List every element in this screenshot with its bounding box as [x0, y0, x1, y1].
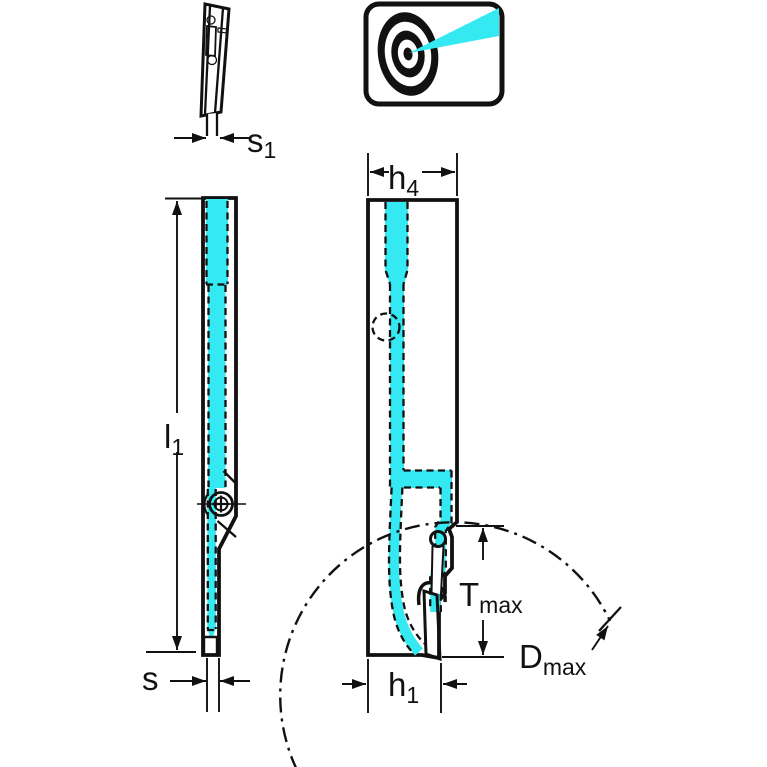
insert-front-view: [202, 635, 219, 657]
bullseye-target-icon: [377, 12, 439, 96]
coolant-channel: [208, 285, 226, 488]
coolant-channel-outline: [205, 201, 229, 632]
coolant-branch-bend: [390, 470, 452, 488]
insert-side-view: [422, 588, 442, 662]
insert-edge-mark: [217, 27, 228, 34]
dim-label-l1: l1: [164, 418, 184, 460]
coolant-inlet-channel: [385, 202, 408, 285]
dim-label-s: s: [142, 660, 159, 697]
icon-frame: [363, 1, 505, 107]
dim-label-dmax: Dmax: [519, 638, 587, 680]
tool-front-view: l1 s: [142, 196, 250, 712]
coolant-channel: [207, 488, 216, 629]
dim-ext-lines: [367, 659, 442, 713]
blade-top-view: s1: [174, 2, 276, 163]
coolant-outlet-dot: [206, 15, 216, 25]
clamp-slot-lines: [430, 545, 445, 595]
coolant-jet-beam: [409, 8, 499, 53]
dim-ext-lines: [206, 658, 220, 712]
coolant-lower-channel: [388, 486, 423, 656]
coolant-outlet-dot: [206, 54, 218, 66]
dim-arrow-dmax: [591, 625, 609, 651]
dim-label-h1: h1: [388, 666, 419, 708]
clamp-edge-lines: [216, 470, 237, 538]
coolant-channel-outline: [384, 202, 453, 612]
precision-coolant-icon: [363, 1, 505, 107]
dim-label-tmax: Tmax: [459, 576, 523, 618]
coolant-main-channel: [390, 285, 404, 471]
dim-label-s1: s1: [247, 122, 276, 163]
dim-tmax: Tmax: [442, 525, 523, 658]
dim-label-h4: h4: [388, 159, 419, 201]
dim-l1: l1: [146, 197, 202, 653]
coolant-channel: [206, 199, 228, 285]
blade-body: [199, 2, 231, 118]
coolant-lower-channel-outline: [387, 487, 426, 654]
blade-edge-line: [213, 7, 225, 114]
tangent-tick: [598, 606, 622, 632]
target-center: [403, 47, 413, 61]
dim-s1: s1: [174, 122, 276, 163]
dim-dmax: Dmax: [278, 520, 622, 767]
blade-tip: [207, 113, 217, 135]
max-diameter-circle: [278, 520, 612, 767]
tool-side-view: h4 h1 Tmax Dmax: [278, 153, 622, 767]
blade-tip-lines: [205, 113, 219, 136]
dim-s: s: [142, 658, 250, 712]
dim-ext-lines: [367, 153, 458, 196]
pivot-pin: [429, 530, 447, 548]
dim-h4: h4: [367, 153, 458, 201]
coolant-cross-hole: [371, 312, 401, 342]
dim-h1: h1: [342, 659, 467, 713]
